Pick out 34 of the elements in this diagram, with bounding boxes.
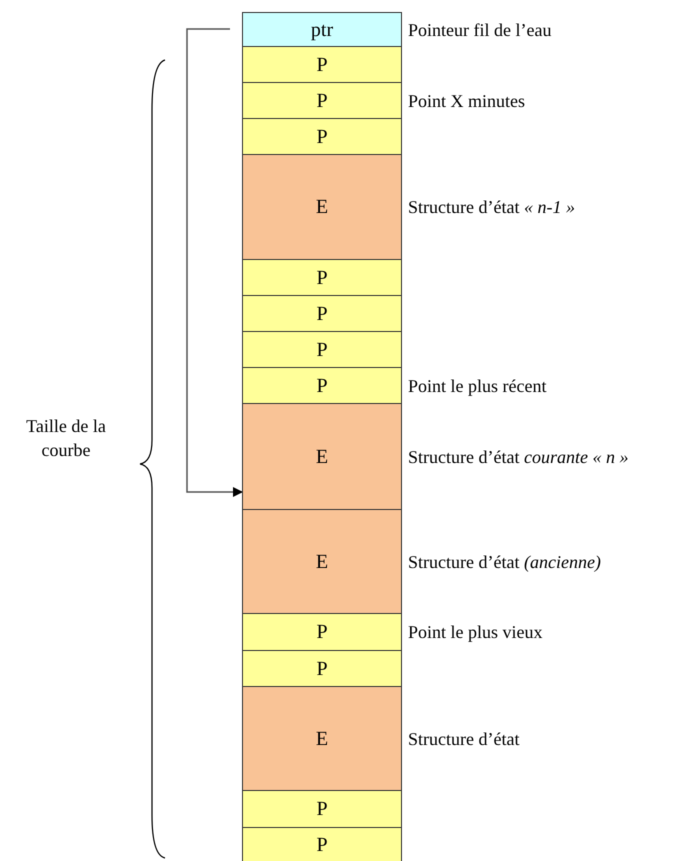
memory-cell xyxy=(242,118,402,155)
cell-label: P xyxy=(316,798,328,820)
cell-label: P xyxy=(316,338,328,360)
memory-cell xyxy=(242,790,402,828)
cell-description: Point le plus récent xyxy=(408,374,546,396)
cell-description: Structure d’état xyxy=(408,728,520,750)
cell-label: P xyxy=(316,621,328,643)
memory-cell xyxy=(242,650,402,687)
cell-label: E xyxy=(316,196,328,218)
memory-cell xyxy=(242,295,402,332)
cell-label: P xyxy=(316,658,328,680)
memory-cell xyxy=(242,331,402,368)
cell-label: E xyxy=(316,550,328,572)
cell-label: P xyxy=(316,834,328,856)
memory-cell xyxy=(242,46,402,83)
cell-label: ptr xyxy=(310,18,334,40)
cell-label: P xyxy=(316,54,328,76)
memory-cell xyxy=(242,827,402,861)
cell-label: P xyxy=(316,90,328,112)
cell-description: Point le plus vieux xyxy=(408,621,542,643)
cell-label: P xyxy=(316,126,328,148)
cell-description: Pointeur fil de l’eau xyxy=(408,18,552,40)
cell-description: Structure d’état (ancienne) xyxy=(408,550,601,572)
cell-description: Structure d’état courante « n » xyxy=(408,446,628,468)
cell-label: E xyxy=(316,728,328,750)
cell-description: Point X minutes xyxy=(408,90,526,112)
cell-description: Structure d’état « n-1 » xyxy=(408,196,575,218)
cell-label: P xyxy=(316,302,328,324)
cell-label: E xyxy=(316,446,328,468)
cell-label: P xyxy=(316,266,328,288)
cell-label: P xyxy=(316,374,328,396)
memory-cell xyxy=(242,259,402,296)
pointer-arrow xyxy=(186,28,243,497)
brace-label: Taille de la courbe xyxy=(25,415,107,462)
